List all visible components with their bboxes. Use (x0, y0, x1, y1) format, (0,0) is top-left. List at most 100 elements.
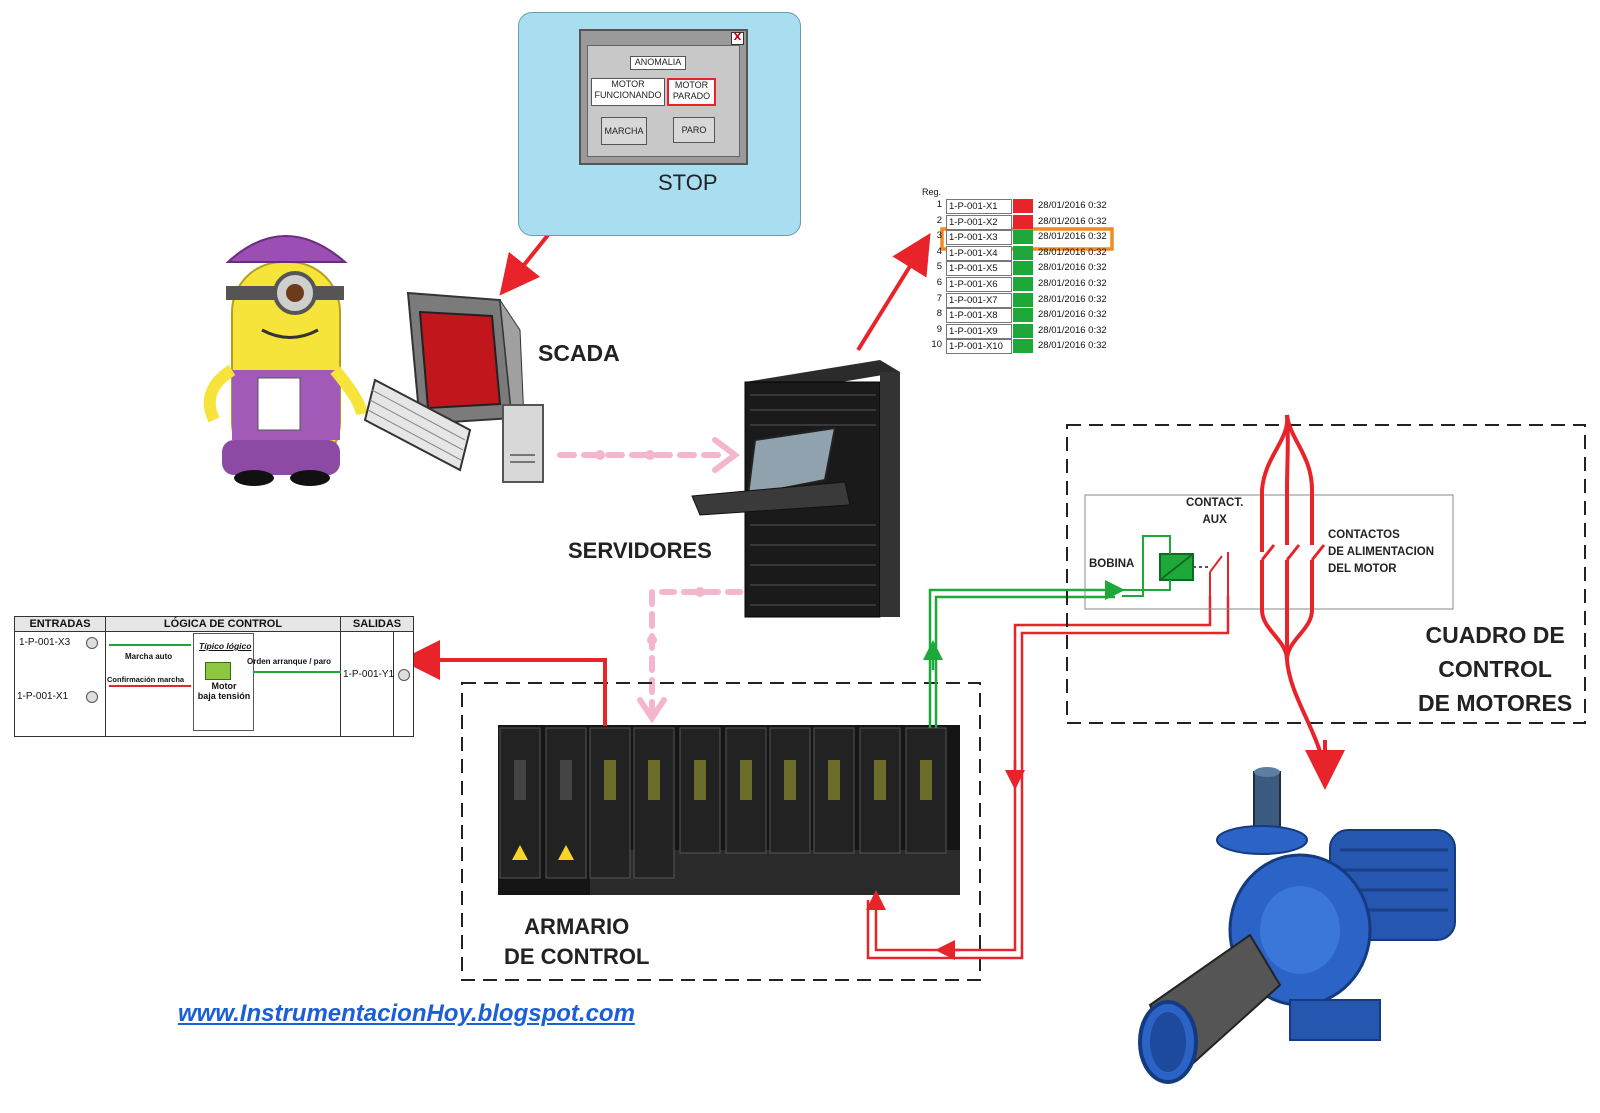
output-y1-indicator (398, 669, 410, 681)
register-tag: 1-P-001-X6 (946, 277, 1012, 292)
register-status (1013, 323, 1033, 338)
motor-control-center-boundary (1066, 424, 1586, 724)
start-order-label: Orden arranque / paro (247, 657, 332, 666)
input-x3: 1-P-001-X3 (19, 637, 71, 648)
stop-button[interactable]: PARO (673, 117, 715, 143)
plc-module (589, 727, 631, 879)
start-button[interactable]: MARCHA (601, 117, 647, 145)
anomaly-indicator: ANOMALIA (630, 56, 686, 70)
feedback-wire-aux-plc (866, 596, 1230, 960)
register-status (1013, 277, 1033, 291)
register-time: 28/01/2016 0:32 (1038, 340, 1107, 352)
plc-module-leds (920, 760, 932, 800)
plc-module-leds (740, 760, 752, 800)
plc-module-leds (604, 760, 616, 800)
register-time: 28/01/2016 0:32 (1038, 324, 1107, 336)
servers-label: SERVIDORES (568, 538, 712, 563)
operator-icon (203, 235, 368, 486)
website-link[interactable]: www.InstrumentacionHoy.blogspot.com (178, 1000, 635, 1027)
register-status (1013, 261, 1033, 276)
register-tag: 1-P-001-X4 (946, 245, 1012, 261)
register-index: 6 (936, 277, 942, 288)
register-status (1013, 339, 1033, 354)
output-y1: 1-P-001-Y1 (343, 669, 395, 680)
register-tag: 1-P-001-X2 (946, 214, 1012, 230)
warning-icon (512, 845, 528, 860)
register-tag: 1-P-001-X8 (946, 308, 1012, 324)
register-index: 5 (936, 261, 942, 273)
register-index: 10 (931, 339, 942, 351)
plc-module-leds (874, 760, 886, 800)
plc-module-leds (784, 760, 796, 800)
register-tag: 1-P-001-X10 (946, 339, 1012, 355)
input-x1-indicator (86, 691, 98, 703)
scada-label: SCADA (538, 340, 620, 366)
header-outputs: SALIDAS (341, 617, 413, 632)
register-index: 8 (936, 308, 942, 320)
warning-icon (558, 845, 574, 860)
arrow-cabinet-to-logic (400, 640, 607, 726)
server-rack-icon (691, 360, 900, 618)
plc-module-leds (560, 760, 572, 800)
plc-module-leds (648, 760, 660, 800)
register-row: 9 1-P-001-X9 28/01/2016 0:32 (920, 323, 1110, 339)
register-index: 3 (936, 230, 942, 242)
register-row: 8 1-P-001-X8 28/01/2016 0:32 (920, 308, 1110, 324)
network-link-servers-cabinet (637, 587, 743, 724)
register-row: 6 1-P-001-X6 28/01/2016 0:32 (920, 277, 1110, 292)
plc-module-leds (828, 760, 840, 800)
register-tag: 1-P-001-X1 (946, 199, 1012, 214)
register-status (1013, 199, 1033, 213)
register-time: 28/01/2016 0:32 (1038, 246, 1107, 258)
register-row: 10 1-P-001-X10 28/01/2016 0:32 (920, 339, 1110, 355)
stop-label: STOP (658, 170, 718, 195)
network-link-scada-servers (557, 437, 740, 473)
plc-module-leds (514, 760, 526, 800)
control-cabinet-boundary (461, 682, 981, 981)
register-index: 9 (936, 323, 942, 335)
arrow-servers-to-register (856, 233, 931, 352)
control-logic-table: ENTRADAS LÓGICA DE CONTROL SALIDAS 1-P-0… (14, 616, 414, 737)
register-index: 1 (936, 199, 942, 210)
signal-wire-plc-coil (923, 580, 1125, 728)
typical-label: Típico lógico (199, 641, 252, 651)
register-status (1013, 245, 1033, 260)
register-time: 28/01/2016 0:32 (1038, 215, 1107, 227)
pump-motor-icon (1138, 767, 1456, 1084)
register-status (1013, 230, 1033, 245)
register-time: 28/01/2016 0:32 (1038, 293, 1107, 305)
register-time: 28/01/2016 0:32 (1038, 309, 1107, 321)
register-index: 7 (936, 292, 942, 304)
coil-label: BOBINA (1089, 558, 1135, 570)
aux-contact-icon (1193, 552, 1229, 596)
close-icon[interactable]: X (731, 32, 744, 45)
register-row: 2 1-P-001-X2 28/01/2016 0:32 (920, 214, 1110, 230)
input-x1: 1-P-001-X1 (17, 691, 69, 702)
aux-contact-label: CONTACT.AUX (1186, 497, 1244, 526)
input-x3-indicator (86, 637, 98, 649)
power-contacts-icon (1260, 414, 1345, 790)
register-tag: 1-P-001-X3 (946, 230, 1012, 246)
register-title: Reg. (922, 187, 942, 197)
register-tag: 1-P-001-X9 (946, 323, 1012, 339)
register-time: 28/01/2016 0:32 (1038, 278, 1107, 289)
header-logic: LÓGICA DE CONTROL (106, 617, 340, 632)
register-time: 28/01/2016 0:32 (1038, 262, 1107, 274)
register-index: 2 (936, 214, 942, 226)
register-status (1013, 308, 1033, 323)
plc-module-leds (694, 760, 706, 800)
confirm-label: Confirmación marcha (107, 675, 185, 684)
header-inputs: ENTRADAS (15, 617, 105, 632)
register-status (1013, 292, 1033, 307)
